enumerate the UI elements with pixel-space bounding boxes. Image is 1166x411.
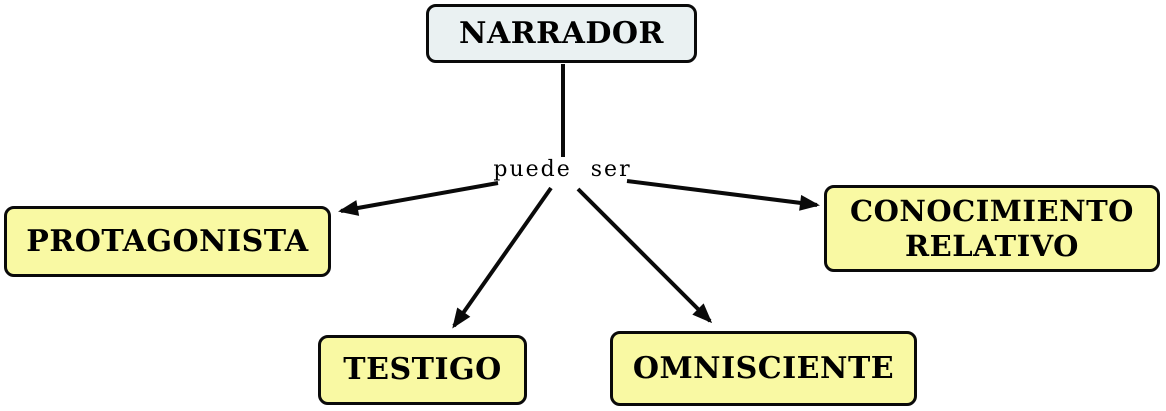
node-narrador-label: NARRADOR	[459, 15, 664, 51]
node-conocimiento-relativo[interactable]: CONOCIMIENTO RELATIVO	[824, 185, 1160, 272]
connector-to-omnisciente	[576, 187, 713, 324]
node-conocimiento-relativo-label: CONOCIMIENTO RELATIVO	[850, 194, 1134, 263]
node-testigo[interactable]: TESTIGO	[318, 335, 527, 405]
node-protagonista-label: PROTAGONISTA	[26, 223, 309, 259]
connector-to-testigo	[452, 186, 553, 329]
node-protagonista[interactable]: PROTAGONISTA	[4, 206, 331, 277]
node-narrador[interactable]: NARRADOR	[426, 4, 697, 63]
link-label-puede-ser[interactable]: puede ser	[493, 157, 632, 182]
node-omnisciente[interactable]: OMNISCIENTE	[610, 331, 917, 406]
node-testigo-label: TESTIGO	[343, 352, 502, 388]
connector-to-conocimiento	[626, 179, 820, 211]
node-omnisciente-label: OMNISCIENTE	[632, 350, 895, 386]
connector-to-protagonista	[338, 181, 499, 216]
